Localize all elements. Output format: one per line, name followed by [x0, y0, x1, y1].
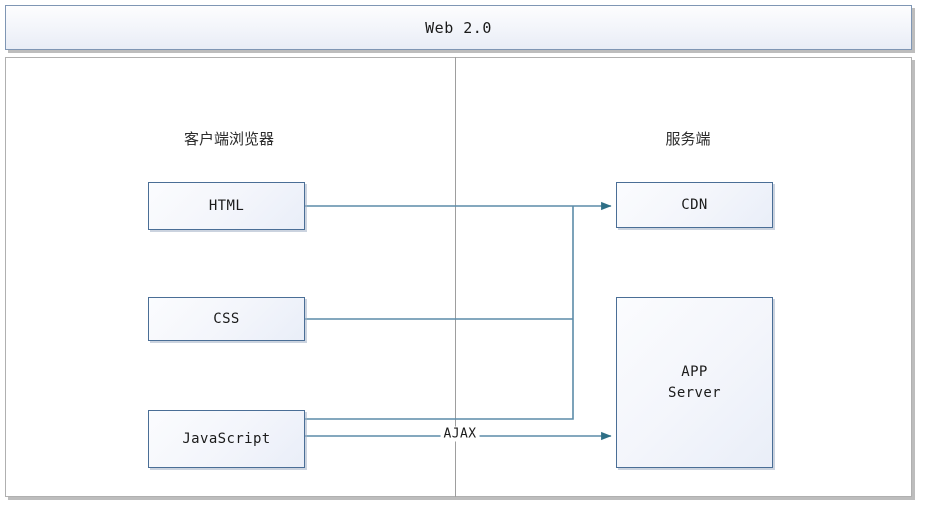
node-javascript-label: JavaScript [182, 430, 271, 447]
node-app-server[interactable]: APP Server [616, 297, 773, 468]
diagram-title-bar: Web 2.0 [5, 5, 912, 50]
node-cdn[interactable]: CDN [616, 182, 773, 228]
zone-label-server: 服务端 [665, 130, 711, 148]
node-javascript[interactable]: JavaScript [148, 410, 305, 468]
node-html[interactable]: HTML [148, 182, 305, 230]
node-css[interactable]: CSS [148, 297, 305, 341]
page-title: Web 2.0 [425, 18, 492, 37]
node-html-label: HTML [208, 197, 245, 214]
edge-label-ajax: AJAX [440, 426, 480, 442]
node-css-label: CSS [213, 310, 240, 327]
zone-label-client: 客户端浏览器 [183, 130, 275, 148]
node-app-server-label: APP Server [668, 364, 721, 401]
node-cdn-label: CDN [681, 196, 708, 213]
